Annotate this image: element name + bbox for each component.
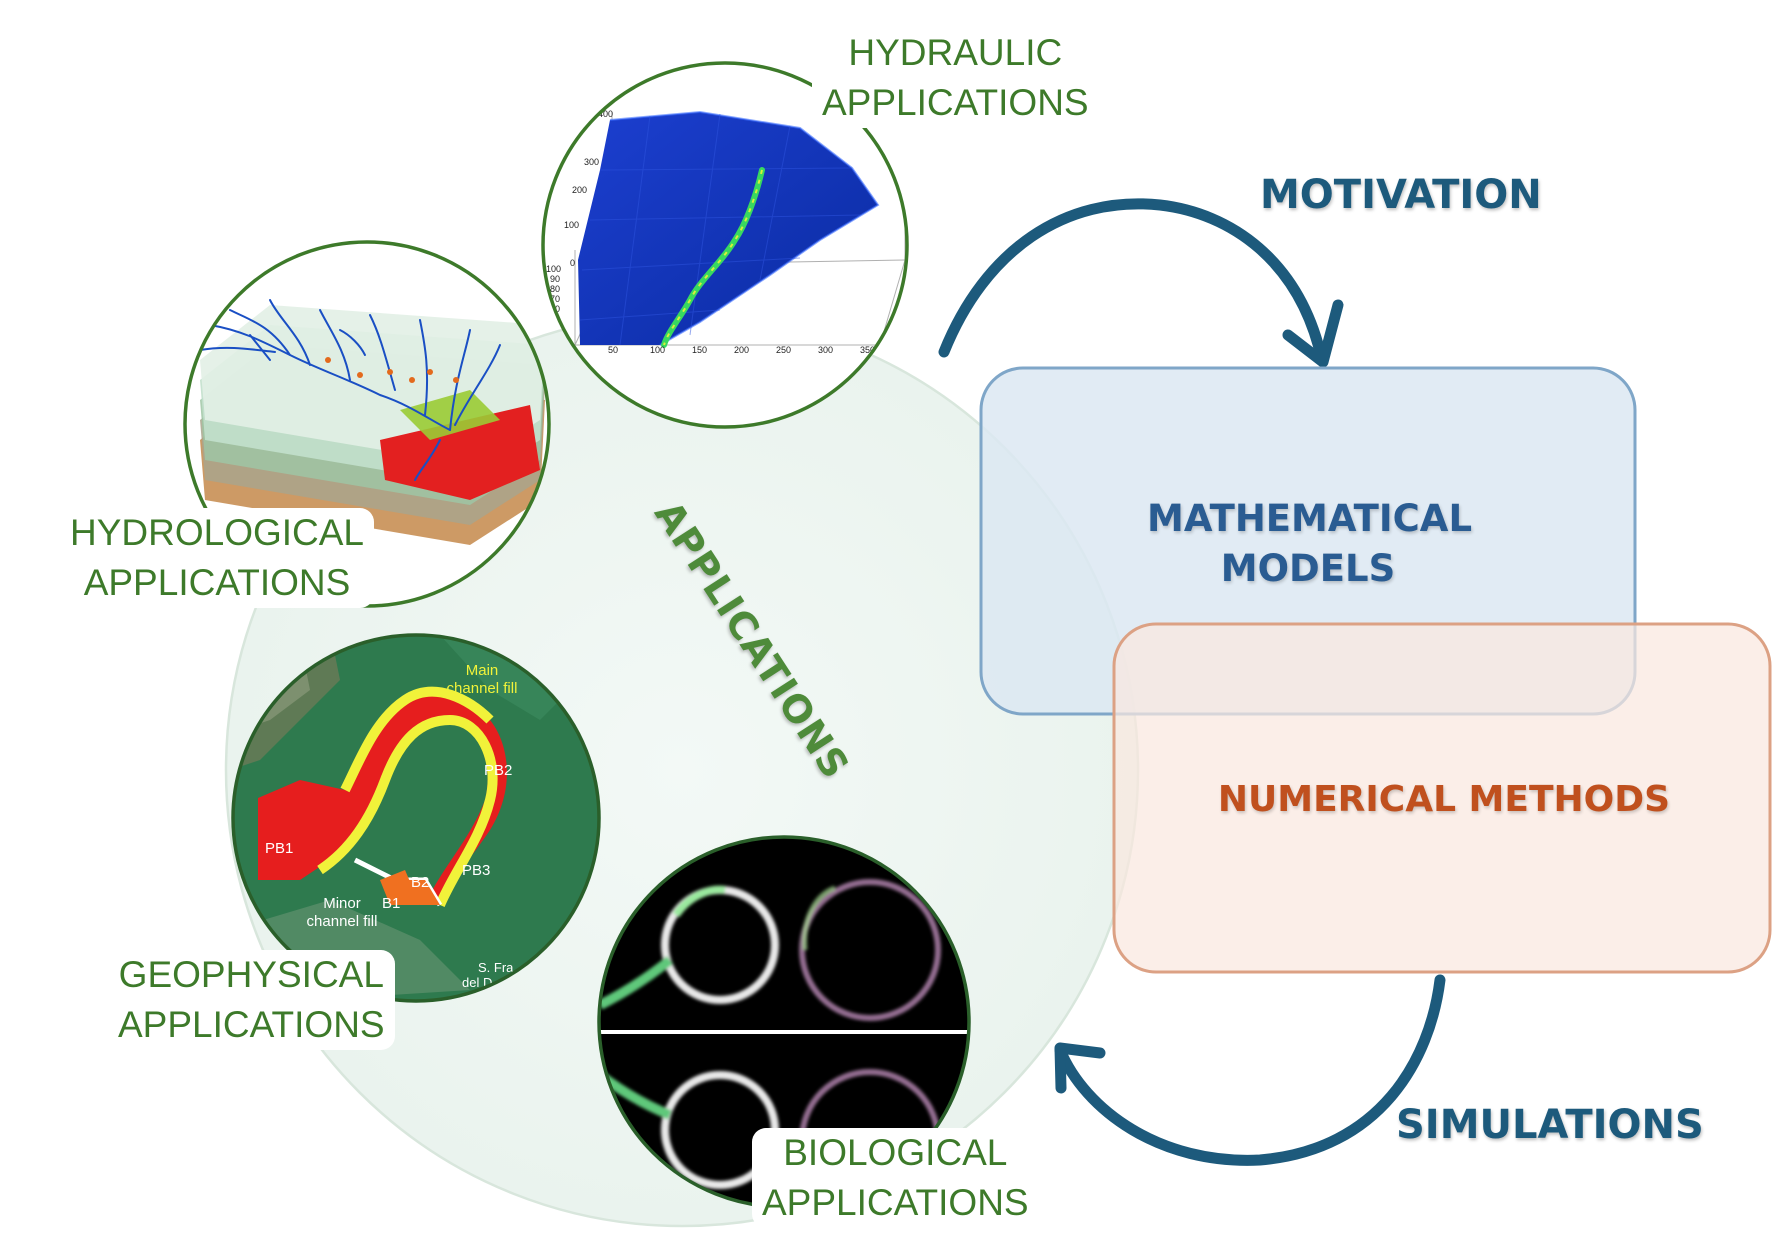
geophysical-label-line2: APPLICATIONS bbox=[118, 1004, 385, 1045]
hyd-ytick-100: 100 bbox=[564, 220, 579, 230]
numerical-methods-text: NUMERICAL METHODS bbox=[1217, 779, 1671, 820]
hyd-ytick-0: 0 bbox=[570, 258, 575, 268]
math-line2: MODELS bbox=[1220, 547, 1396, 590]
hyd-xtick-50: 50 bbox=[608, 345, 618, 355]
hydrological-label: HYDROLOGICAL APPLICATIONS bbox=[60, 508, 375, 608]
geo-b1: B1 bbox=[382, 895, 400, 912]
geo-pb1: PB1 bbox=[265, 840, 293, 857]
hyd-xtick-250: 250 bbox=[776, 345, 791, 355]
hyd-ztick-90: 90 bbox=[550, 274, 560, 284]
hyd-ztick-100: 100 bbox=[546, 264, 561, 274]
geo-pb2: PB2 bbox=[484, 762, 512, 779]
hyd-ytick-200: 200 bbox=[572, 185, 587, 195]
hydraulic-image: 400 300 200 100 0 100 90 80 70 60 50 40 … bbox=[543, 63, 907, 427]
hyd-ytick-300: 300 bbox=[584, 157, 599, 167]
hydraulic-label-line2: APPLICATIONS bbox=[822, 82, 1089, 123]
hydraulic-label: HYDRAULIC APPLICATIONS bbox=[812, 28, 1099, 128]
motivation-arrow bbox=[938, 198, 1344, 368]
hyd-ztick-70: 70 bbox=[550, 294, 560, 304]
hyd-ytick-400: 400 bbox=[598, 109, 613, 119]
hyd-xtick-300: 300 bbox=[818, 345, 833, 355]
hydraulic-circle-border bbox=[541, 61, 909, 429]
biological-label-line1: BIOLOGICAL bbox=[783, 1132, 1008, 1173]
hyd-xtick-350: 350 bbox=[860, 345, 875, 355]
geophysical-circle-border bbox=[231, 633, 601, 1003]
hyd-xtick-100: 100 bbox=[650, 345, 665, 355]
geo-pb3: PB3 bbox=[462, 862, 490, 879]
geo-b2: B2 bbox=[411, 874, 429, 891]
geo-main-channel-line2: channel fill bbox=[447, 680, 518, 697]
biological-label-line2: APPLICATIONS bbox=[762, 1182, 1029, 1223]
geo-minor-channel-line1: Minor bbox=[323, 895, 361, 912]
motivation-label: MOTIVATION bbox=[1260, 172, 1542, 218]
simulations-label: SIMULATIONS bbox=[1396, 1102, 1704, 1148]
numerical-methods-box bbox=[1112, 622, 1772, 974]
biological-label: BIOLOGICAL APPLICATIONS bbox=[752, 1128, 1039, 1228]
geophysical-label-line1: GEOPHYSICAL bbox=[118, 954, 384, 995]
simulations-arrow bbox=[1054, 974, 1446, 1166]
hyd-xtick-200: 200 bbox=[734, 345, 749, 355]
hydrological-label-line1: HYDROLOGICAL bbox=[70, 512, 365, 553]
hyd-ztick-80: 80 bbox=[550, 284, 560, 294]
geo-minor-channel-line2: channel fill bbox=[307, 913, 378, 930]
geo-place-line1: S. Fra bbox=[478, 960, 514, 975]
hydrological-label-line2: APPLICATIONS bbox=[83, 562, 351, 603]
math-line1: MATHEMATICAL bbox=[1147, 497, 1473, 540]
hydrological-image bbox=[185, 242, 549, 606]
geo-main-channel-line1: Main bbox=[466, 662, 499, 679]
hydraulic-label-line1: HYDRAULIC bbox=[848, 32, 1063, 73]
mathematical-models-text: MATHEMATICAL MODELS bbox=[1147, 494, 1473, 594]
hyd-xtick-150: 150 bbox=[692, 345, 707, 355]
geophysical-label: GEOPHYSICAL APPLICATIONS bbox=[108, 950, 395, 1050]
